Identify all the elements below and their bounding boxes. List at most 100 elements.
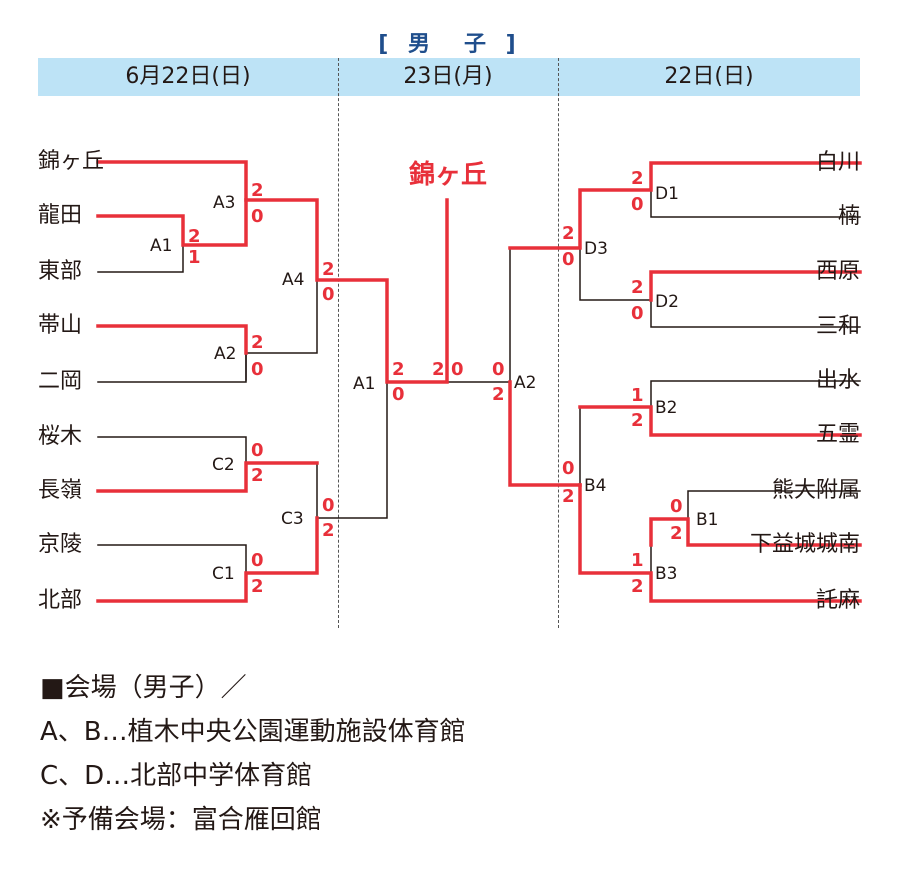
line-shirakawa (508, 161, 862, 250)
line-keiryo (97, 544, 247, 574)
line-izumi (650, 380, 861, 408)
score-c3-bot: 2 (322, 520, 335, 541)
line-sakuragi (97, 436, 247, 464)
score-a4-bot: 0 (322, 284, 335, 305)
match-c3: C3 (281, 509, 304, 529)
team-right-8: 下益城城南 (749, 532, 860, 557)
match-b4: B4 (584, 476, 607, 496)
team-right-4: 三和 (815, 314, 860, 339)
score-a2-bot: 0 (251, 359, 264, 380)
team-left-4: 帯山 (38, 313, 83, 338)
score-a3-top: 2 (251, 180, 264, 201)
divider-left (338, 58, 339, 628)
losing-lines (97, 162, 861, 574)
team-left-5: 二岡 (38, 369, 83, 394)
line-d2 (579, 247, 652, 301)
score-d3-bot: 0 (562, 249, 575, 270)
team-right-2: 楠 (837, 204, 860, 229)
score-b4-top: 0 (562, 458, 575, 479)
score-final-left: 2 (432, 359, 445, 380)
line-nishihara (649, 270, 862, 302)
header-day2: 23日(月) (338, 58, 558, 96)
score-b2-top: 1 (631, 385, 644, 406)
team-right-3: 西原 (815, 259, 860, 284)
line-kumadai (687, 490, 861, 520)
score-d2-bot: 0 (631, 303, 644, 324)
team-right-1: 白川 (815, 150, 860, 175)
match-a4: A4 (282, 270, 305, 290)
header-day1-right: 22日(日) (558, 58, 860, 96)
team-left-8: 京陵 (38, 532, 83, 557)
line-b4-up (508, 380, 582, 487)
line-obiyama (96, 324, 248, 355)
venue-cd: C、D…北部中学体育館 (40, 761, 313, 791)
score-b3-top: 1 (631, 550, 644, 571)
score-sf-left-bot: 0 (392, 384, 405, 405)
score-sf-left-top: 2 (392, 359, 405, 380)
match-d2: D2 (655, 292, 679, 312)
line-gorei (578, 405, 862, 437)
match-a1-first: A1 (150, 236, 173, 256)
team-left-2: 龍田 (38, 203, 83, 228)
score-d2-top: 2 (631, 277, 644, 298)
score-d3-top: 2 (562, 223, 575, 244)
score-b1-top: 0 (670, 496, 683, 517)
match-c1: C1 (212, 564, 235, 584)
score-c2-bot: 2 (251, 465, 264, 486)
venue-ab: A、B…植木中央公園運動施設体育館 (40, 717, 466, 747)
line-nagamine (96, 461, 319, 493)
match-a2-first: A2 (214, 344, 237, 364)
line-a2-up (245, 279, 318, 381)
venue-reserve: ※予備会場：富合雁回館 (40, 805, 322, 835)
score-a1-top: 2 (188, 226, 201, 247)
match-b2: B2 (655, 398, 678, 418)
match-b1: B1 (696, 510, 719, 530)
champion-label: 錦ヶ丘 (408, 160, 487, 190)
score-c2-top: 0 (251, 440, 264, 461)
bracket-title: [ 男 子 ] (378, 32, 522, 57)
score-b4-bot: 2 (562, 486, 575, 507)
line-shimomashiki (649, 517, 862, 547)
team-left-3: 東部 (38, 259, 83, 284)
team-right-9: 託麻 (815, 588, 860, 613)
score-sf-right-top: 0 (492, 359, 505, 380)
match-d3: D3 (584, 239, 608, 259)
header-day1-left: 6月22日(日) (38, 58, 338, 96)
score-b1-bot: 2 (670, 523, 683, 544)
match-d1: D1 (655, 184, 679, 204)
score-sf-right-bot: 2 (492, 384, 505, 405)
venue-heading: ■会場（男子）／ (40, 673, 247, 703)
line-c3 (316, 381, 388, 519)
match-a2-semi: A2 (514, 373, 537, 393)
score-a1-bot: 1 (188, 247, 201, 268)
line-tatsuta (96, 198, 248, 247)
line-hokubu (96, 516, 319, 603)
score-a4-top: 2 (322, 259, 335, 280)
score-a3-bot: 0 (251, 206, 264, 227)
score-d1-top: 2 (631, 168, 644, 189)
team-right-5: 出水 (815, 368, 860, 393)
team-left-6: 桜木 (38, 424, 83, 449)
winning-lines (96, 160, 862, 603)
score-c3-top: 0 (322, 495, 335, 516)
divider-right (558, 58, 559, 628)
team-left-9: 北部 (38, 588, 83, 613)
team-right-7: 熊大附属 (771, 478, 860, 503)
line-nishigaoka (96, 160, 449, 384)
score-a2-top: 2 (251, 332, 264, 353)
team-left-1: 錦ヶ丘 (38, 149, 105, 174)
score-b3-bot: 2 (631, 576, 644, 597)
match-a1-semi: A1 (353, 374, 376, 394)
match-b3: B3 (655, 564, 678, 584)
venue-notes: ■会場（男子）／ A、B…植木中央公園運動施設体育館 C、D…北部中学体育館 ※… (40, 666, 466, 842)
bracket-lines (96, 160, 862, 603)
line-takuma (578, 483, 862, 603)
match-a3: A3 (213, 193, 236, 213)
score-c1-top: 0 (251, 550, 264, 571)
score-c1-bot: 2 (251, 576, 264, 597)
score-final-right: 0 (451, 359, 464, 380)
line-tobu (97, 244, 184, 273)
score-d1-bot: 0 (631, 194, 644, 215)
score-b2-bot: 2 (631, 410, 644, 431)
match-c2: C2 (212, 455, 235, 475)
